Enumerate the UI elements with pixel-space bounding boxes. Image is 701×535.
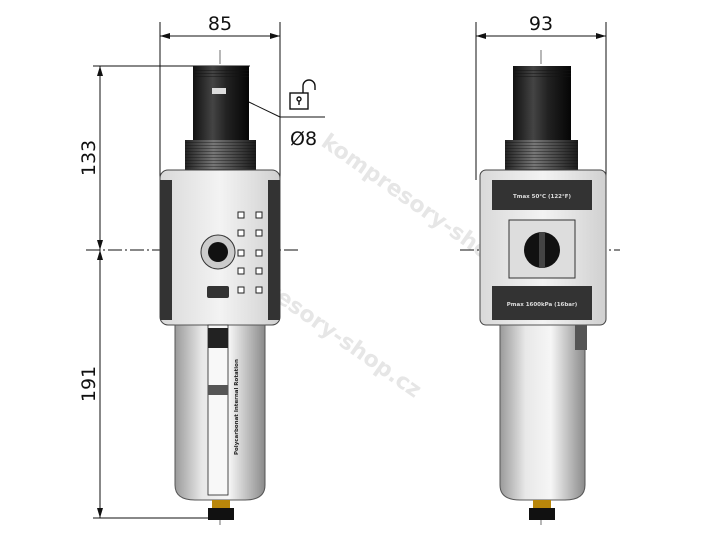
dimension-width-front: 85 [208,13,232,35]
temperature-label: Tmax 50°C (122°F) [513,194,572,200]
side-view: Tmax 50°C (122°F) Pmax 1600kPa (16bar) [479,66,607,520]
dimension-width-side: 93 [529,13,553,35]
dimension-lock-diameter: Ø8 [290,128,317,150]
pressure-label: Pmax 1600kPa (16bar) [507,302,578,308]
bowl-label: Polycarbonat Internal Rotation [234,359,240,455]
padlock-open-icon [289,79,316,110]
dimension-height-upper: 133 [78,140,100,176]
dimension-height-lower: 191 [78,366,100,402]
front-view: Polycarbonat Internal Rotation [159,66,281,520]
dimension-arrows [97,33,606,518]
